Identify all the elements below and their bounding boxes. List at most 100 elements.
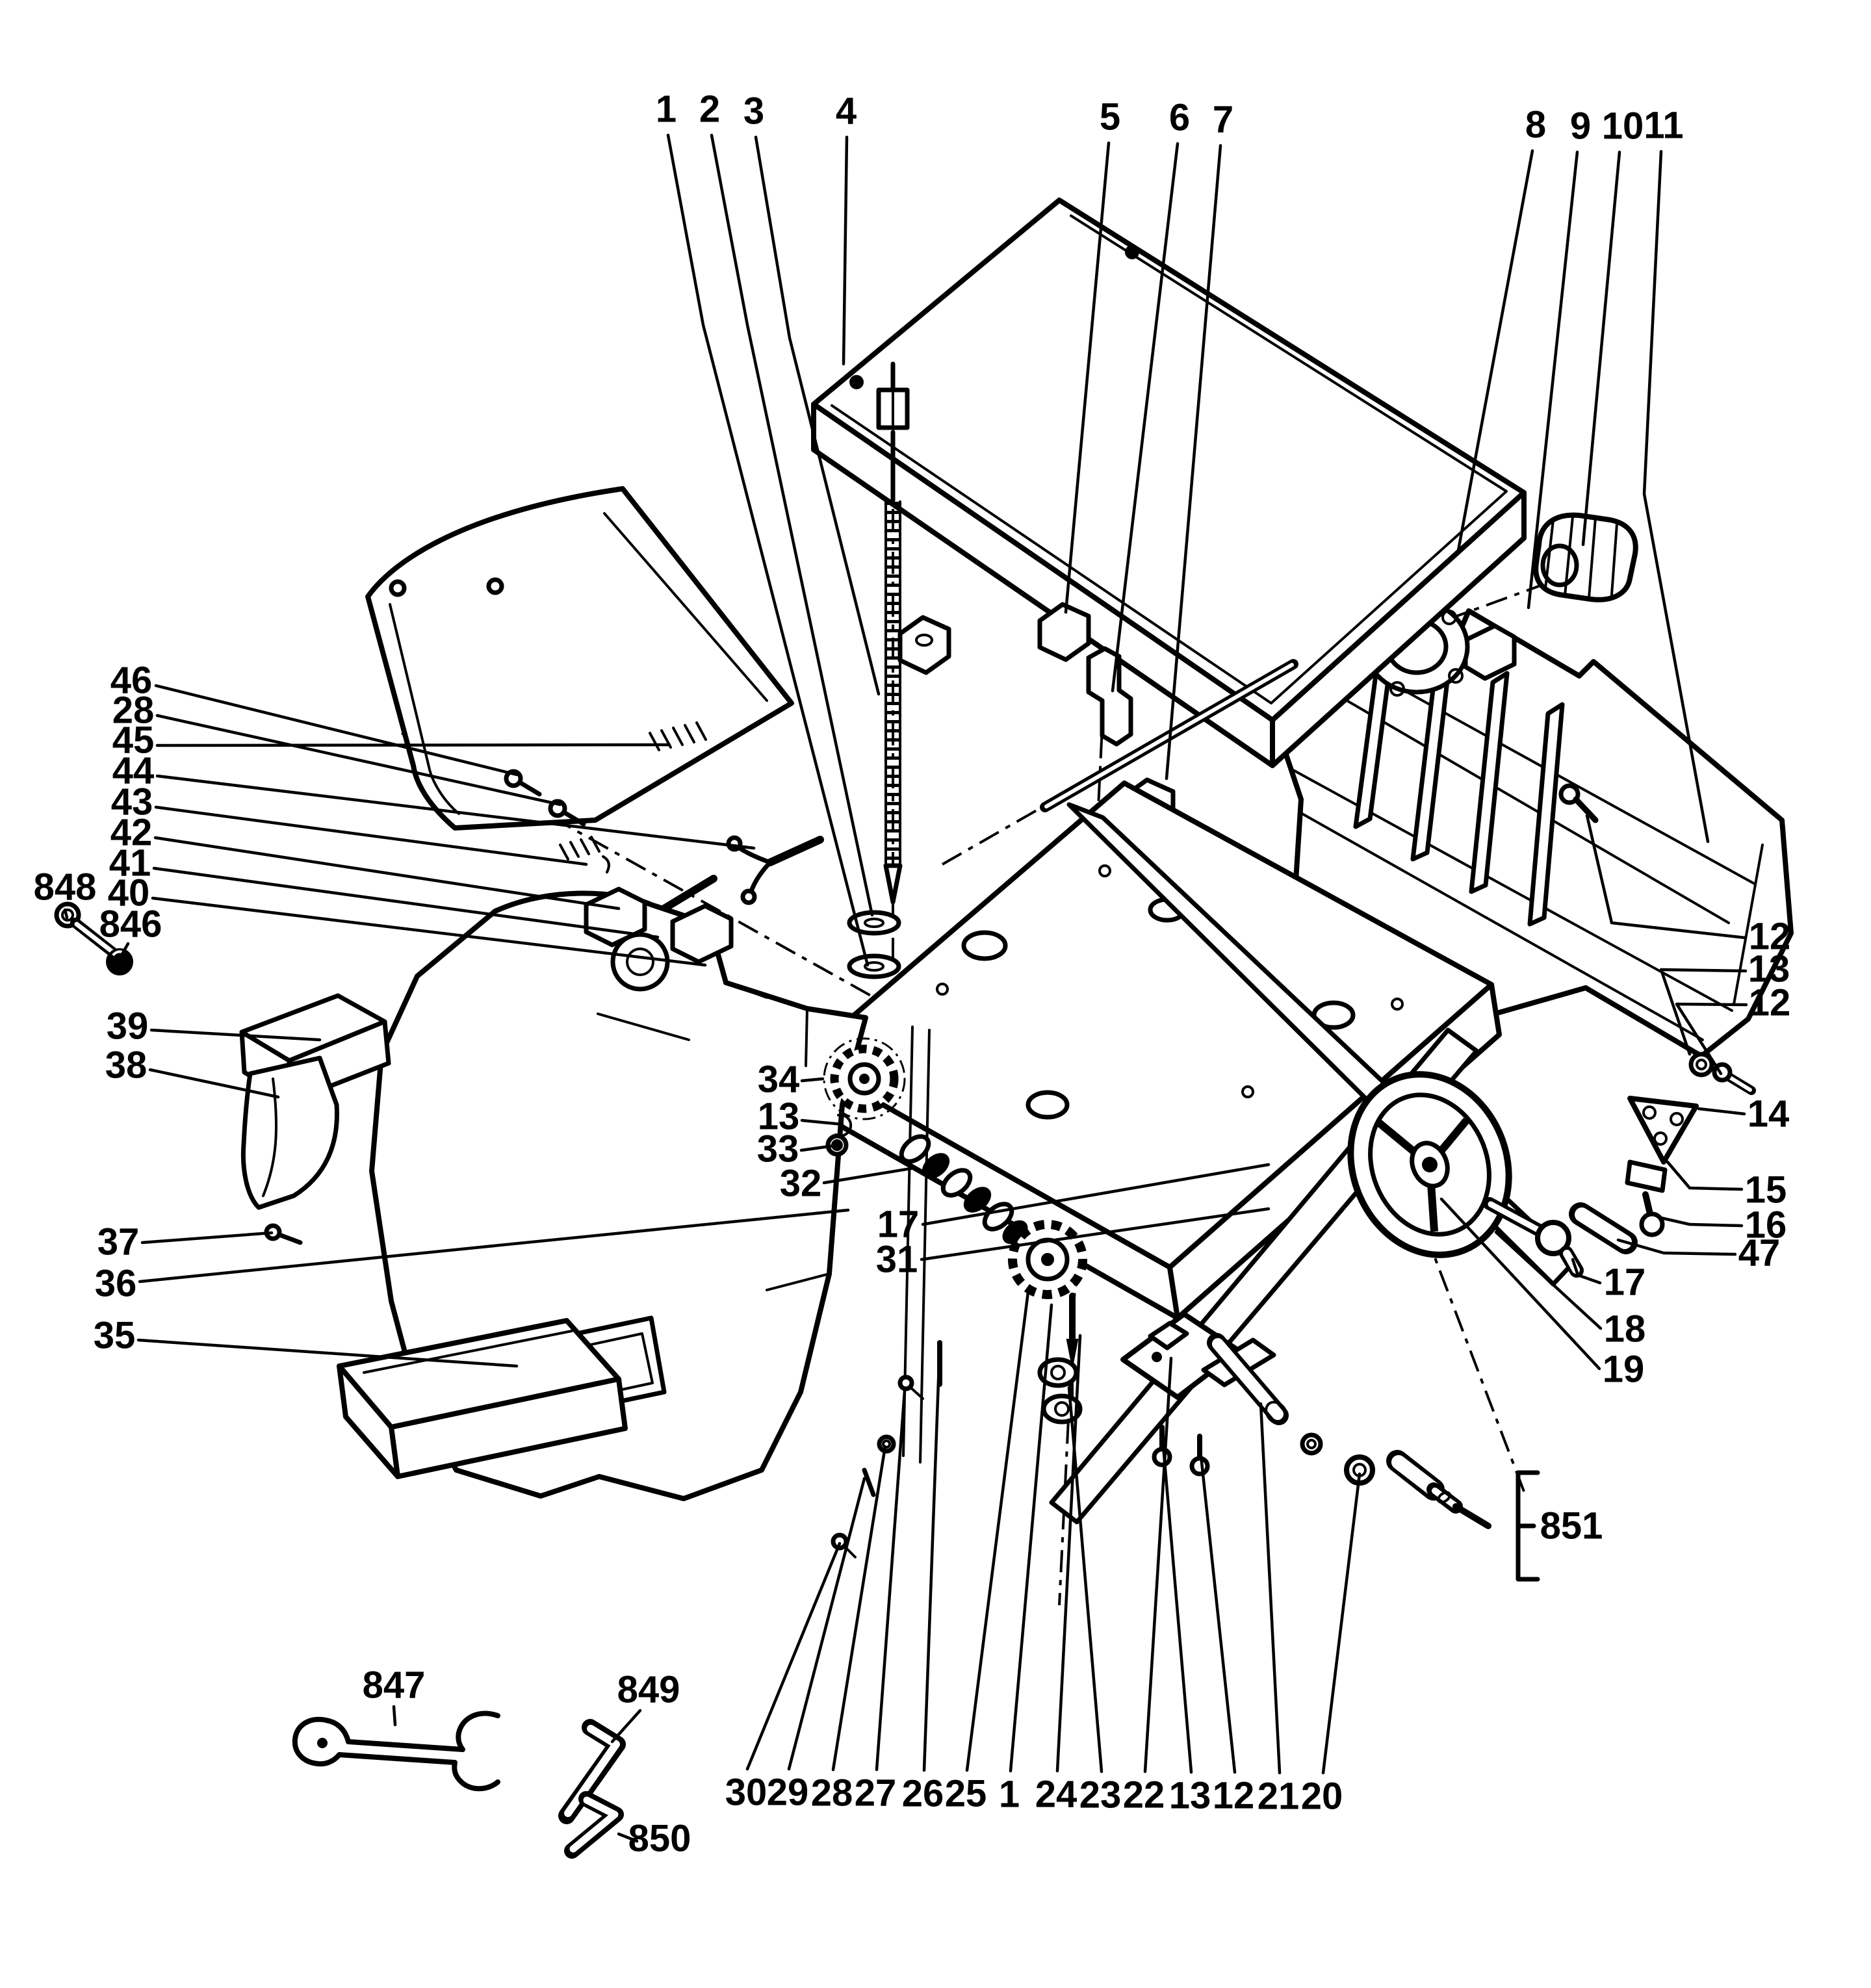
part-number-22: 22 [1123,1774,1165,1816]
leader-line-35 [136,1338,519,1368]
sprocket [1008,1220,1087,1299]
washer [847,910,901,936]
leader-line-28 [831,1445,887,1772]
part-number-40: 40 [108,871,150,914]
part-number-29: 29 [767,1771,809,1813]
leader-line-36 [138,1208,850,1284]
leader-line-42 [153,836,621,910]
leader-line-17 [1571,1258,1602,1285]
leader-line-16 [1659,1216,1744,1228]
leader-line-30 [745,1542,842,1771]
leader-line-25 [965,1290,1030,1772]
part-number-28: 28 [112,689,155,731]
knurled-knob [1533,512,1638,602]
part-number-11: 11 [1644,104,1683,146]
leader-line-5 [1064,141,1111,614]
part-number-43: 43 [111,781,153,823]
leader-line-12 [1585,814,1748,940]
part-number-19: 19 [1603,1348,1645,1390]
leader-line-846 [120,942,130,956]
leader-line-29 [787,1477,866,1771]
part-number-4: 4 [836,90,857,132]
cap-nut-846 [106,948,133,975]
part-number-30: 30 [725,1771,768,1813]
sleeve-part-47 [1569,1202,1638,1254]
part-number-37: 37 [97,1220,140,1263]
housing-rib [1527,702,1565,927]
leader-line-17 [921,1163,1271,1226]
part-number-12: 12 [1749,915,1791,957]
leader-line-847 [392,1705,397,1727]
part-number-849: 849 [617,1668,680,1710]
leader-line-40 [151,896,707,967]
part-number-1: 1 [999,1773,1020,1815]
leader-line-7 [1165,144,1222,781]
handwheel [1347,1071,1512,1258]
part-number-851: 851 [1540,1504,1603,1547]
part-number-24: 24 [1035,1773,1077,1815]
adjuster-dial [823,1037,906,1120]
part-number-42: 42 [110,811,153,853]
leader-line-18 [1494,1230,1603,1330]
part-number-6: 6 [1169,96,1190,138]
part-number-47: 47 [1738,1232,1781,1274]
leader-line-32 [822,1167,913,1185]
pivot-rod [1207,1333,1289,1425]
shift-fork-upper [726,835,824,905]
part-number-18: 18 [1604,1308,1646,1350]
leader-line-12 [1199,1454,1237,1774]
screw-part-16 [1639,1191,1665,1237]
top-table [811,198,1527,768]
leader-line-37 [140,1231,274,1245]
lock-nut [1300,1432,1375,1486]
part-number-36: 36 [95,1262,137,1304]
leader-line-15 [1666,1160,1744,1191]
drive-chain [899,1134,1028,1245]
plate-screws [1152,1425,1210,1477]
leader-line-21 [1259,1402,1282,1775]
part-number-41: 41 [109,842,151,884]
leader-line-24 [1055,1334,1082,1773]
leader-line-11 [1642,149,1710,844]
leader-line-46 [154,684,519,777]
leader-line-47 [1616,1238,1737,1256]
part-number-848: 848 [34,866,97,908]
part-number-10: 10 [1602,105,1644,147]
part-number-39: 39 [107,1005,149,1047]
leader-line-3 [754,135,881,696]
threaded-spindle [847,361,910,979]
guard-bracket [240,1055,339,1210]
part-number-8: 8 [1525,103,1546,146]
part-number-35: 35 [94,1314,136,1356]
part-number-33: 33 [757,1128,799,1170]
leader-line-22 [1143,1356,1173,1774]
part-number-12: 12 [1749,981,1791,1024]
leader-line-13 [800,1118,844,1126]
leader-line-31 [920,1207,1271,1261]
part-number-34: 34 [758,1058,800,1100]
part-number-2: 2 [699,88,720,130]
leader-line-33 [799,1143,840,1152]
leader-line-4 [842,135,849,366]
leader-line-13 [1659,968,1748,1056]
spring [559,836,610,873]
leader-line-6 [1111,142,1180,693]
part-number-7: 7 [1213,98,1233,140]
leader-line-41 [152,866,660,939]
part-number-17: 17 [1604,1261,1646,1303]
part-number-25: 25 [945,1772,987,1814]
leader-line-44 [155,774,756,850]
leader-line-10 [1581,150,1621,547]
part-number-46: 46 [110,659,153,701]
part-number-9: 9 [1570,105,1591,147]
part-number-850: 850 [628,1817,691,1859]
part-number-31: 31 [876,1238,918,1280]
leader-line-848 [63,908,69,920]
leader-line-39 [149,1028,322,1042]
leader-line-8 [1456,149,1534,556]
part-number-28: 28 [811,1772,853,1814]
leader-line-27 [875,1389,907,1772]
clamp-bracket [1086,646,1133,747]
